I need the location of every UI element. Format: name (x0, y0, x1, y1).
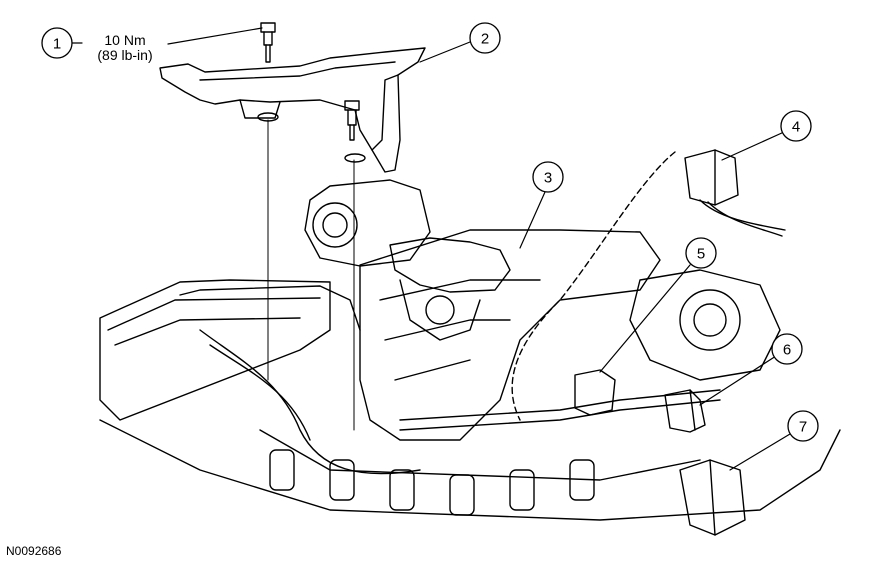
injector-row (269, 449, 595, 516)
callout-circle-4 (780, 110, 812, 142)
coil-part-5 (574, 369, 616, 416)
callout-circle-2 (469, 22, 501, 54)
bracket-part (159, 47, 426, 173)
connector-part-4 (684, 149, 786, 237)
figure-id: N0092686 (6, 544, 62, 558)
callout-circle-1 (41, 27, 73, 59)
callout-circle-6 (771, 333, 803, 365)
torque-imperial: (89 lb-in) (97, 47, 153, 63)
bolt-upper (260, 22, 276, 63)
connector-part-7 (679, 459, 746, 536)
torque-spec: 10 Nm (89 lb-in) (80, 33, 170, 63)
engine-assembly (99, 149, 841, 536)
callout-label-7: 7 (799, 419, 807, 436)
callout-label-4: 4 (792, 119, 800, 136)
callout-circle-5 (685, 237, 717, 269)
connector-part-6 (664, 389, 706, 433)
bolt-lower (344, 100, 360, 141)
callout-label-5: 5 (697, 246, 705, 263)
callout-circles (41, 22, 819, 442)
callout-circle-3 (532, 161, 564, 193)
alignment-lines (267, 119, 355, 431)
callout-leaders (71, 27, 791, 471)
callout-label-6: 6 (783, 342, 791, 359)
callout-label-3: 3 (544, 170, 552, 187)
callout-circle-7 (787, 410, 819, 442)
callout-label-2: 2 (481, 31, 489, 48)
callout-label-1: 1 (53, 36, 61, 53)
torque-metric: 10 Nm (104, 32, 146, 48)
